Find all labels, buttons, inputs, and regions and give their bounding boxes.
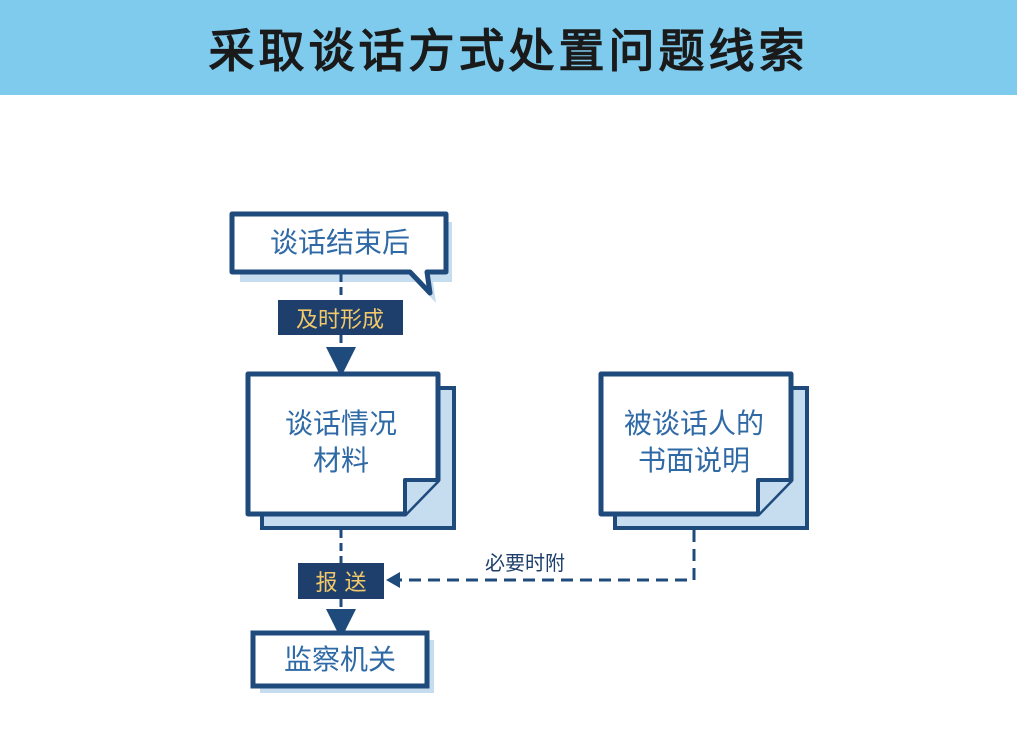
attach-label: 必要时附 <box>485 551 565 575</box>
report-badge-label: 报 送 <box>316 571 367 596</box>
talk-end-bubble: 谈话结束后 <box>229 211 452 303</box>
page-title: 采取谈话方式处置问题线索 <box>208 23 809 78</box>
form-badge-label: 及时形成 <box>296 308 384 333</box>
supervisory-organ-box: 监察机关 <box>250 630 434 693</box>
talk-material-line1: 谈话情况 <box>285 407 397 440</box>
title-banner: 采取谈话方式处置问题线索 <box>0 0 1017 95</box>
talk-material-line2: 材料 <box>313 444 369 477</box>
written-statement-line1: 被谈话人的 <box>624 407 764 440</box>
written-statement-line2: 书面说明 <box>638 444 750 477</box>
form-badge: 及时形成 <box>278 300 403 335</box>
attach-connector <box>398 530 696 582</box>
arrow-left-icon <box>386 572 400 588</box>
written-statement-document: 被谈话人的 书面说明 <box>598 371 809 530</box>
talk-material-document: 谈话情况 材料 <box>245 371 456 530</box>
report-badge: 报 送 <box>298 563 384 599</box>
supervisory-organ-label: 监察机关 <box>284 643 396 676</box>
talk-end-label: 谈话结束后 <box>270 226 410 259</box>
